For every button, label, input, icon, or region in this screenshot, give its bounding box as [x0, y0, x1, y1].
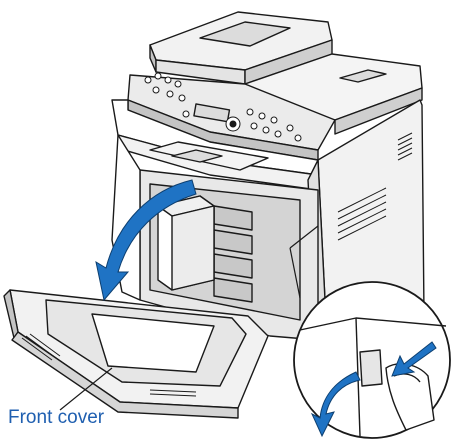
- toner-cartridge: [213, 277, 253, 303]
- toner-cartridges: [213, 205, 253, 303]
- panel-button: [286, 124, 294, 132]
- waste-toner-box: [157, 195, 215, 291]
- panel-button: [174, 80, 182, 88]
- panel-button: [262, 126, 270, 134]
- panel-button: [294, 134, 302, 142]
- panel-button: [270, 116, 278, 124]
- callout-leader-line: [59, 367, 113, 411]
- detail-magnifier: [289, 225, 451, 439]
- panel-button: [166, 90, 174, 98]
- panel-button: [154, 72, 162, 80]
- left-arrow-icon: [391, 341, 437, 377]
- panel-button: [250, 122, 258, 130]
- panel-button: [144, 76, 152, 84]
- curved-down-arrow-icon: [310, 371, 361, 438]
- panel-button: [246, 108, 254, 116]
- side-vents: [337, 132, 413, 241]
- panel-button: [258, 112, 266, 120]
- lcd-display: [193, 103, 231, 123]
- detail-content: [299, 317, 447, 437]
- panel-button: [178, 94, 186, 102]
- printer-body: [3, 11, 425, 419]
- panel-button: [164, 76, 172, 84]
- output-tray: [149, 141, 269, 171]
- panel-button: [274, 130, 282, 138]
- document-feeder: [149, 11, 333, 85]
- panel-button: [152, 86, 160, 94]
- curved-down-arrow-icon: [95, 179, 197, 302]
- front-cover-label: Front cover: [8, 407, 105, 428]
- panel-buttons: [144, 72, 302, 142]
- navigation-dial-center: [229, 120, 237, 128]
- front-cover: [3, 289, 269, 419]
- front-cover-grips: [21, 333, 197, 397]
- panel-button: [182, 110, 190, 118]
